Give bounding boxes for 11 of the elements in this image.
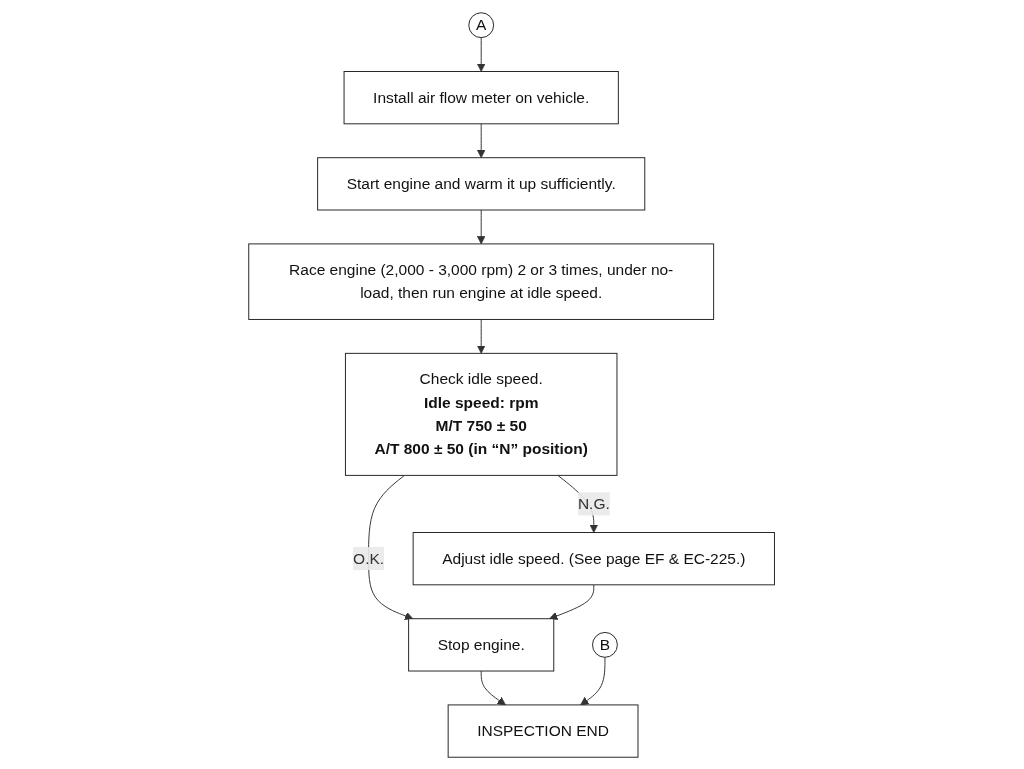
node-circle: A xyxy=(468,11,495,38)
node-box: Start engine and warm it up sufficiently. xyxy=(317,156,646,210)
edge-label: O.K. xyxy=(353,549,385,566)
node-box: Stop engine. xyxy=(408,617,555,672)
node-circle: B xyxy=(592,631,619,658)
node-box: Race engine (2,000 - 3,000 rpm) 2 or 3 times, under no-load, then run engine at idle speed. xyxy=(248,242,715,320)
edge-label: N.G. xyxy=(578,494,611,512)
node-box: Install air flow meter on vehicle. xyxy=(343,70,620,124)
node-box: INSPECTION END xyxy=(448,703,639,758)
node-box: Adjust idle speed. (See page EF & EC-225.) xyxy=(413,531,776,585)
node-box: Check idle speed. Idle speed: rpm M/T 750 ± 50 A/T 800 ± 50 (in “N” position) xyxy=(345,352,618,476)
